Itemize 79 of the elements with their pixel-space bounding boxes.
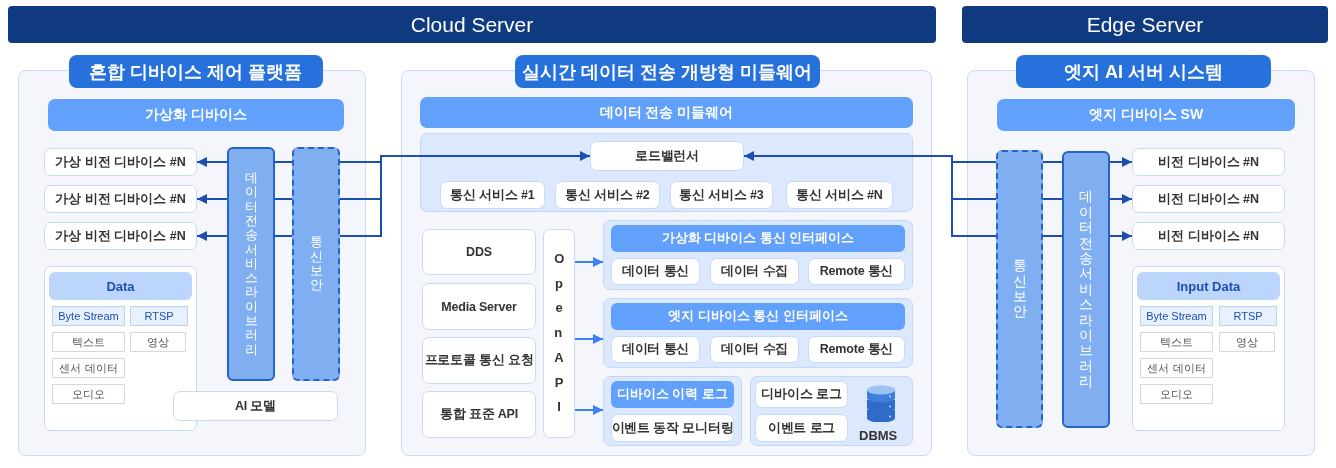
interface-panel: [603, 298, 913, 368]
component-box: 데이터 수집: [710, 336, 799, 363]
data-type-tag: 텍스트: [1140, 332, 1213, 352]
library-column: [227, 147, 275, 381]
data-type-tag: 오디오: [1140, 384, 1213, 404]
data-type-tag: Byte Stream: [52, 306, 125, 326]
connector-arrow: [1109, 194, 1133, 204]
panel-title: 혼합 디바이스 제어 플랫폼: [69, 55, 323, 88]
section-header-bar: 데이터 전송 미들웨어: [420, 97, 913, 128]
server-banner: Cloud Server: [8, 6, 936, 43]
data-type-tag: 텍스트: [52, 332, 125, 352]
component-box: 통신 서비스 #3: [670, 181, 773, 209]
connector-arrow: [574, 334, 604, 344]
panel-title: 엣지 AI 서버 시스템: [1016, 55, 1271, 88]
component-box: 통신 서비스 #1: [440, 181, 545, 209]
connector-arrow: [743, 151, 997, 237]
vertical-label: 데이터전송 서비스 라이브러리: [1079, 189, 1093, 390]
panel-header: 가상화 디바이스 통신 인터페이스: [611, 225, 905, 252]
connector-arrow: [574, 257, 604, 267]
connector-arrow: [196, 194, 228, 204]
data-type-tag: RTSP: [130, 306, 188, 326]
panel-header: Input Data: [1137, 272, 1280, 300]
data-panel: [1132, 266, 1285, 431]
interface-panel: [603, 220, 913, 290]
component-box: 로드밸런서: [590, 141, 744, 171]
component-box: 데이터 통신: [611, 258, 700, 285]
section-header-bar: 가상화 디바이스: [48, 99, 344, 131]
connector-arrow: [574, 405, 604, 415]
section-header-bar: 엣지 디바이스 SW: [997, 99, 1295, 131]
database-label: DBMS: [859, 428, 898, 443]
component-box: Media Server: [422, 283, 536, 330]
connector-arrow: [196, 231, 228, 241]
device-box: 비전 디바이스 #N: [1132, 222, 1285, 250]
component-box: 데이터 통신: [611, 336, 700, 363]
device-box: 비전 디바이스 #N: [1132, 148, 1285, 176]
panel-header: Data: [49, 272, 192, 300]
data-type-tag: RTSP: [1219, 306, 1277, 326]
component-box: 통신 서비스 #N: [786, 181, 893, 209]
vertical-label: 통신보안: [309, 235, 323, 293]
data-type-tag: 영상: [1219, 332, 1275, 352]
api-column: [543, 229, 575, 438]
security-column: [292, 147, 340, 381]
data-type-tag: 센서 데이터: [52, 358, 125, 378]
library-column: [1062, 151, 1110, 428]
component-box: 이벤트 동작 모니터링: [611, 414, 734, 442]
group-panel: [420, 133, 913, 212]
device-box: 가상 비전 디바이스 #N: [44, 222, 197, 250]
component-box: AI 모델: [173, 391, 338, 421]
component-box: Remote 통신: [808, 336, 905, 363]
data-type-tag: 오디오: [52, 384, 125, 404]
component-box: 통신 서비스 #2: [555, 181, 660, 209]
data-panel: [44, 266, 197, 431]
vertical-label: 통신보안: [1012, 258, 1027, 320]
vertical-label: Open API: [554, 250, 564, 417]
vertical-label: 데이터전송 서비스 라이브러리: [244, 171, 258, 357]
security-column: [996, 150, 1043, 428]
component-box: 데이터 수집: [710, 258, 799, 285]
panel-header: 디바이스 이력 로그: [611, 381, 734, 408]
panel-title: 실시간 데이터 전송 개방형 미들웨어: [515, 55, 820, 88]
component-box: 통합 표준 API: [422, 391, 536, 438]
device-box: 가상 비전 디바이스 #N: [44, 148, 197, 176]
component-box: 디바이스 로그: [755, 381, 848, 408]
data-type-tag: Byte Stream: [1140, 306, 1213, 326]
connector-arrow: [1109, 231, 1133, 241]
data-type-tag: 센서 데이터: [1140, 358, 1213, 378]
data-type-tag: 영상: [130, 332, 186, 352]
component-box: Remote 통신: [808, 258, 905, 285]
component-box: 프로토콜 통신 요청: [422, 337, 536, 384]
connector-arrow: [339, 151, 591, 237]
connector-arrow: [1109, 157, 1133, 167]
component-box: DDS: [422, 229, 536, 275]
device-box: 가상 비전 디바이스 #N: [44, 185, 197, 213]
device-box: 비전 디바이스 #N: [1132, 185, 1285, 213]
panel-header: 엣지 디바이스 통신 인터페이스: [611, 303, 905, 330]
connector-arrow: [196, 157, 228, 167]
component-box: 이벤트 로그: [755, 414, 848, 442]
database-panel: [750, 376, 913, 446]
interface-panel: [603, 376, 742, 446]
server-banner: Edge Server: [962, 6, 1328, 43]
